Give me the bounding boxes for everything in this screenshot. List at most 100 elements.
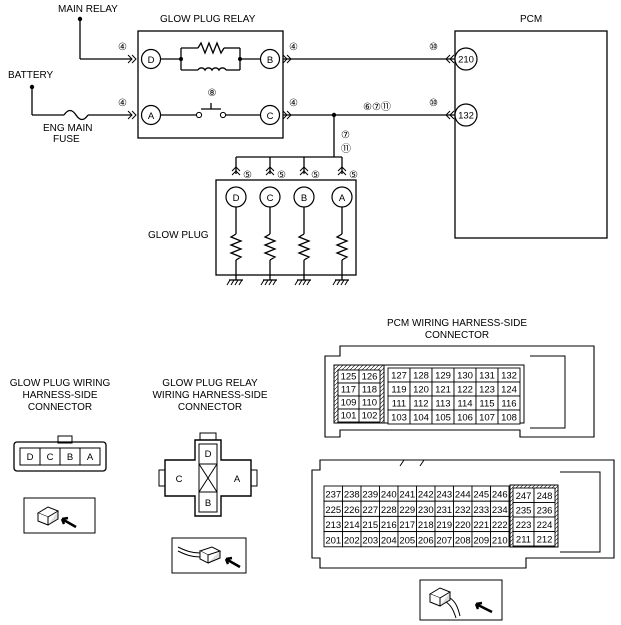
pin-222: 222: [492, 520, 508, 531]
eng-main-fuse-icon: [63, 109, 89, 121]
pcm-upper-left-pins: 125 126 117 118 109 110 101 102: [337, 369, 381, 423]
pin-220: 220: [455, 520, 471, 531]
pin-237: 237: [325, 490, 341, 501]
svg-text:PCM WIRING HARNESS-SIDE: PCM WIRING HARNESS-SIDE: [387, 318, 527, 329]
pin-206: 206: [418, 535, 434, 546]
pin-118: 118: [362, 385, 377, 396]
pin-109: 109: [341, 398, 357, 409]
pin-229: 229: [399, 505, 415, 516]
pin-113: 113: [435, 399, 450, 410]
pcm-module: PCM 210 132: [454, 14, 608, 239]
svg-text:⑩: ⑩: [429, 98, 438, 109]
pin-231: 231: [436, 505, 452, 516]
pin-225: 225: [325, 505, 341, 516]
pin-107: 107: [479, 413, 495, 424]
svg-text:⑩: ⑩: [429, 42, 438, 53]
pin-110: 110: [362, 398, 377, 409]
pin-125: 125: [341, 372, 357, 383]
pin-128: 128: [413, 371, 429, 382]
pin-211: 211: [516, 535, 531, 546]
pin-203: 203: [362, 535, 378, 546]
pin-221: 221: [473, 520, 489, 531]
svg-text:A: A: [339, 193, 346, 204]
pin-223: 223: [516, 520, 532, 531]
pin-227: 227: [362, 505, 378, 516]
pin-239: 239: [362, 490, 378, 501]
pin-232: 232: [455, 505, 471, 516]
pin-248: 248: [537, 491, 553, 502]
glow-plug-b: ⑤B: [293, 157, 320, 286]
svg-text:PCM: PCM: [520, 14, 542, 25]
svg-text:132: 132: [458, 111, 474, 122]
pin-101: 101: [341, 411, 357, 422]
pin-208: 208: [455, 535, 471, 546]
glow-plug-relay-connector: GLOW PLUG RELAY WIRING HARNESS-SIDE CONN…: [152, 378, 268, 574]
pin-105: 105: [435, 413, 451, 424]
svg-text:A: A: [87, 452, 94, 463]
pin-240: 240: [381, 490, 397, 501]
glow-plug-relay: GLOW PLUG RELAY D B A C ⑧: [137, 14, 284, 139]
svg-text:A: A: [234, 474, 241, 485]
pin-103: 103: [391, 413, 407, 424]
svg-text:⑪: ⑪: [341, 143, 351, 155]
pin-126: 126: [362, 372, 378, 383]
pin-108: 108: [501, 413, 517, 424]
pin-226: 226: [344, 505, 360, 516]
svg-text:D: D: [233, 193, 240, 204]
pin-120: 120: [413, 385, 429, 396]
resistor-icon: [197, 41, 225, 55]
pin-210: 210: [492, 535, 508, 546]
pin-230: 230: [418, 505, 434, 516]
svg-text:⑤: ⑤: [277, 170, 286, 181]
pin-117: 117: [341, 385, 356, 396]
pin-243: 243: [436, 490, 452, 501]
svg-text:④: ④: [289, 98, 298, 109]
svg-text:B: B: [267, 55, 273, 66]
pin-238: 238: [344, 490, 360, 501]
pin-213: 213: [325, 520, 341, 531]
pin-236: 236: [537, 506, 553, 517]
svg-text:GLOW PLUG RELAY: GLOW PLUG RELAY: [160, 14, 256, 25]
svg-text:GLOW PLUG WIRING: GLOW PLUG WIRING: [10, 378, 111, 389]
glow-plug-d: ⑤D: [225, 157, 252, 286]
svg-text:⑤: ⑤: [243, 170, 252, 181]
pin-104: 104: [413, 413, 429, 424]
pin-123: 123: [479, 385, 495, 396]
battery-source: BATTERY ENG MAIN FUSE: [8, 70, 137, 145]
pin-244: 244: [455, 490, 471, 501]
svg-text:B: B: [205, 498, 211, 509]
svg-text:C: C: [176, 474, 183, 485]
svg-text:⑥⑦⑪: ⑥⑦⑪: [363, 101, 391, 113]
pin-202: 202: [344, 535, 360, 546]
connector-view-icon: [36, 506, 77, 529]
pin-112: 112: [413, 399, 428, 410]
pin-129: 129: [435, 371, 451, 382]
svg-text:D: D: [27, 452, 34, 463]
pin-235: 235: [516, 506, 532, 517]
pin-245: 245: [473, 490, 489, 501]
pin-102: 102: [362, 411, 378, 422]
pin-111: 111: [392, 399, 406, 410]
pin-115: 115: [479, 399, 494, 410]
svg-text:D: D: [205, 449, 212, 460]
pin-201: 201: [325, 535, 341, 546]
pin-241: 241: [399, 490, 415, 501]
svg-text:⑦: ⑦: [341, 130, 350, 141]
svg-text:BATTERY: BATTERY: [8, 70, 54, 81]
pin-247: 247: [516, 491, 532, 502]
main-relay-source: MAIN RELAY: [58, 4, 137, 64]
svg-text:D: D: [148, 55, 155, 66]
pin-228: 228: [381, 505, 397, 516]
svg-text:HARNESS-SIDE: HARNESS-SIDE: [22, 390, 97, 401]
coil-icon: [197, 67, 227, 72]
pin-124: 124: [501, 385, 517, 396]
svg-text:B: B: [67, 452, 73, 463]
pin-205: 205: [399, 535, 415, 546]
svg-text:MAIN RELAY: MAIN RELAY: [58, 4, 118, 15]
pin-212: 212: [537, 535, 553, 546]
svg-text:210: 210: [458, 55, 474, 66]
